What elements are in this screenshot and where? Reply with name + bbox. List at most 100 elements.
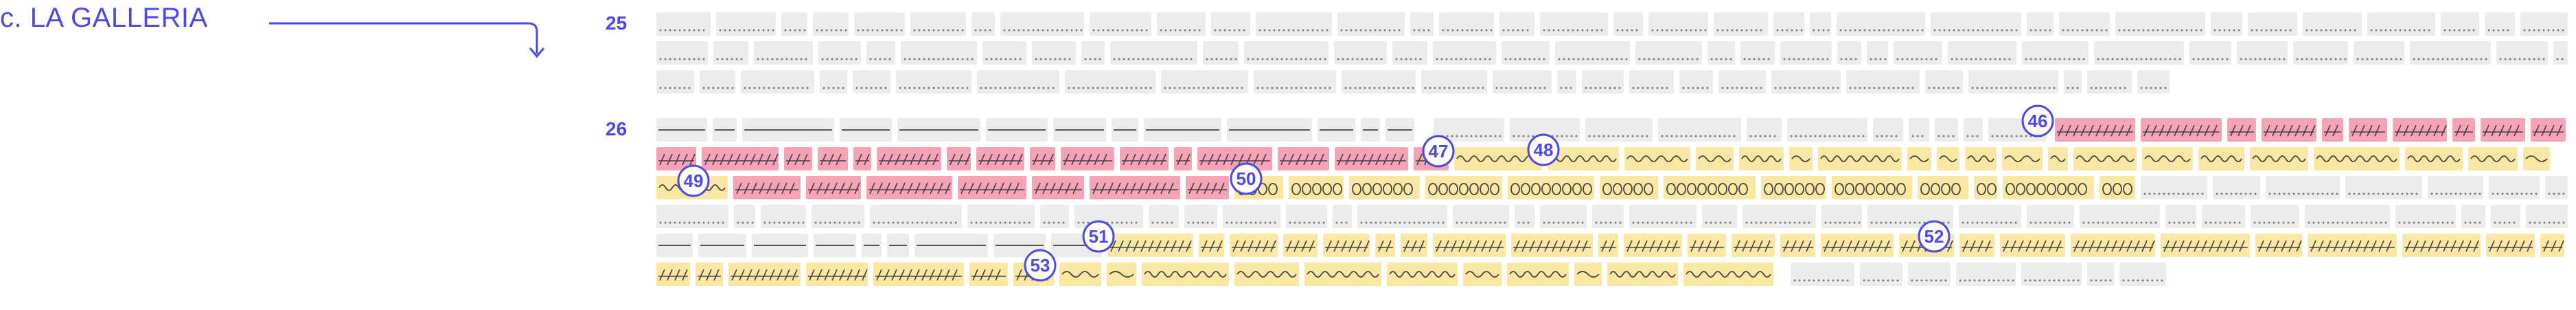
text-token	[1278, 147, 1329, 170]
text-token	[1909, 118, 1929, 142]
text-token	[1791, 263, 1854, 286]
text-token	[1837, 41, 1861, 65]
text-token	[1574, 263, 1602, 286]
text-token	[1286, 205, 1327, 228]
text-token	[1658, 118, 1741, 142]
annotation-marker-label: 48	[1534, 140, 1554, 160]
text-token	[713, 118, 737, 142]
text-token	[1959, 234, 1994, 257]
text-token	[1968, 70, 2058, 93]
text-token	[1907, 147, 1931, 170]
text-token	[1964, 118, 1983, 142]
text-token	[1773, 12, 1804, 36]
text-token	[1780, 234, 1815, 257]
text-token	[728, 263, 801, 286]
text-token	[1112, 118, 1138, 142]
annotation-marker-50[interactable]: 50	[1230, 162, 1263, 195]
text-token	[1832, 176, 1912, 199]
text-token	[1337, 12, 1405, 36]
text-token	[1607, 263, 1678, 286]
text-token	[1333, 205, 1352, 228]
text-token	[1502, 41, 1550, 65]
text-token	[2468, 147, 2518, 170]
text-token	[1361, 118, 1380, 142]
text-token	[1142, 263, 1229, 286]
text-token	[1256, 12, 1332, 36]
text-token	[2531, 118, 2566, 142]
text-token	[1283, 234, 1318, 257]
annotation-marker-47[interactable]: 47	[1422, 135, 1455, 168]
annotation-marker-49[interactable]: 49	[677, 164, 710, 197]
text-token	[1598, 234, 1618, 257]
text-token	[2141, 118, 2222, 142]
text-token	[1696, 147, 1734, 170]
text-token	[2410, 41, 2491, 65]
text-token	[866, 41, 895, 65]
text-token	[2303, 12, 2362, 36]
text-token	[1965, 147, 1997, 170]
annotation-marker-48[interactable]: 48	[1527, 133, 1560, 166]
text-token	[901, 41, 977, 65]
text-token	[1244, 41, 1329, 65]
annotation-marker-52[interactable]: 52	[1918, 220, 1951, 253]
text-token	[702, 147, 779, 170]
annotation-marker-53[interactable]: 53	[1024, 249, 1057, 282]
text-token	[814, 234, 856, 257]
text-token	[1937, 147, 1959, 170]
text-token	[2461, 205, 2485, 228]
text-token	[761, 205, 806, 228]
text-token	[2308, 234, 2397, 257]
text-token	[1718, 70, 1766, 93]
text-token	[896, 70, 971, 93]
text-token	[969, 263, 1008, 286]
text-token	[1061, 147, 1114, 170]
text-token	[2526, 205, 2568, 228]
text-token	[1387, 263, 1458, 286]
text-token	[752, 234, 808, 257]
text-token	[1157, 12, 1206, 36]
text-token	[1732, 234, 1775, 257]
text-token	[2520, 12, 2568, 36]
text-token	[2452, 118, 2475, 142]
text-token	[656, 118, 707, 142]
annotation-marker-46[interactable]: 46	[2021, 104, 2054, 137]
text-token	[1810, 12, 1831, 36]
text-token	[2003, 176, 2094, 199]
text-token	[1342, 70, 1416, 93]
text-token	[656, 147, 696, 170]
text-token	[1184, 205, 1217, 228]
text-token	[1931, 12, 2021, 36]
text-token	[2540, 234, 2564, 257]
text-token	[1515, 205, 1534, 228]
text-token	[806, 263, 868, 286]
text-token	[2395, 205, 2456, 228]
text-token	[1948, 41, 2016, 65]
text-token	[1349, 176, 1420, 199]
text-token	[1053, 118, 1106, 142]
annotation-marker-label: 50	[1237, 168, 1256, 189]
text-token	[698, 234, 746, 257]
annotation-marker-51[interactable]: 51	[1082, 220, 1115, 253]
text-token	[734, 205, 755, 228]
text-token	[818, 147, 848, 170]
text-token	[2314, 147, 2400, 170]
text-token	[2227, 118, 2256, 142]
text-token	[2100, 176, 2135, 199]
text-token	[695, 263, 723, 286]
text-token	[853, 147, 871, 170]
text-token	[1629, 70, 1674, 93]
text-token	[1600, 176, 1658, 199]
text-token	[1664, 176, 1756, 199]
text-token	[2202, 205, 2245, 228]
text-token	[2354, 41, 2404, 65]
text-token	[2021, 263, 2082, 286]
text-token	[2255, 234, 2302, 257]
text-token	[1860, 263, 1902, 286]
text-token	[2094, 41, 2184, 65]
text-token	[2367, 12, 2435, 36]
text-token	[1211, 12, 1250, 36]
text-token	[2002, 147, 2043, 170]
text-token	[656, 234, 693, 257]
text-token	[1203, 41, 1239, 65]
text-token	[2523, 147, 2550, 170]
